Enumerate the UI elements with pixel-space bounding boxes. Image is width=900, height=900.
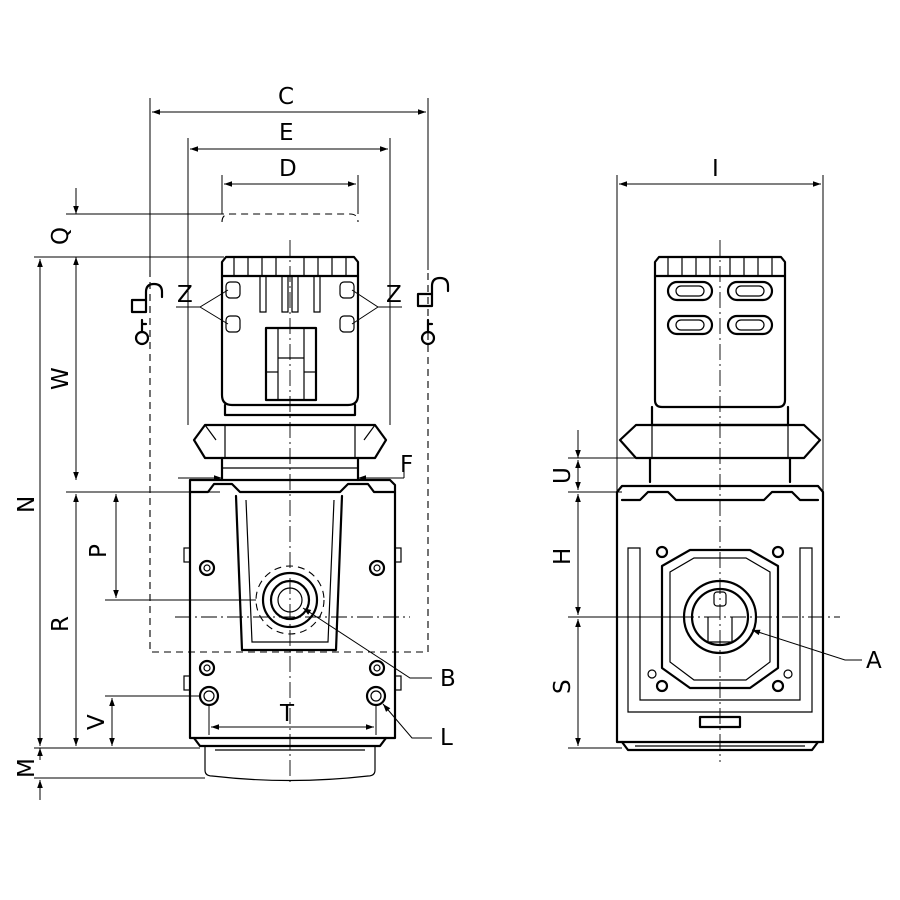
label-f: F	[400, 452, 413, 478]
label-v: V	[84, 714, 110, 730]
label-b: B	[440, 666, 456, 692]
label-z-left: Z	[177, 282, 193, 308]
label-s: S	[550, 679, 576, 694]
label-m: M	[14, 758, 40, 778]
label-u: U	[550, 467, 576, 484]
label-z-right: Z	[386, 282, 402, 308]
side-nut	[618, 405, 822, 484]
label-l: L	[440, 725, 453, 751]
label-w: W	[48, 367, 74, 390]
label-c: C	[278, 84, 294, 110]
lock-icon	[416, 276, 450, 346]
label-q: Q	[48, 227, 74, 245]
label-i: I	[712, 156, 719, 182]
label-n: N	[14, 496, 40, 513]
side-knob	[653, 255, 787, 409]
lock-icon	[130, 282, 164, 346]
dimension-labels: C E D Q W N P R V M F T Z Z B L I U H S …	[14, 84, 882, 778]
bonnet-nut	[192, 403, 388, 482]
adjustment-knob	[220, 255, 360, 407]
label-t: T	[279, 701, 295, 727]
regulator-body	[183, 478, 402, 782]
side-view	[568, 175, 862, 762]
label-e: E	[279, 120, 294, 146]
label-d: D	[279, 156, 297, 182]
label-a: A	[866, 648, 882, 674]
label-h: H	[550, 548, 576, 565]
label-r: R	[48, 616, 74, 632]
front-view	[34, 98, 450, 800]
label-p: P	[86, 544, 112, 558]
